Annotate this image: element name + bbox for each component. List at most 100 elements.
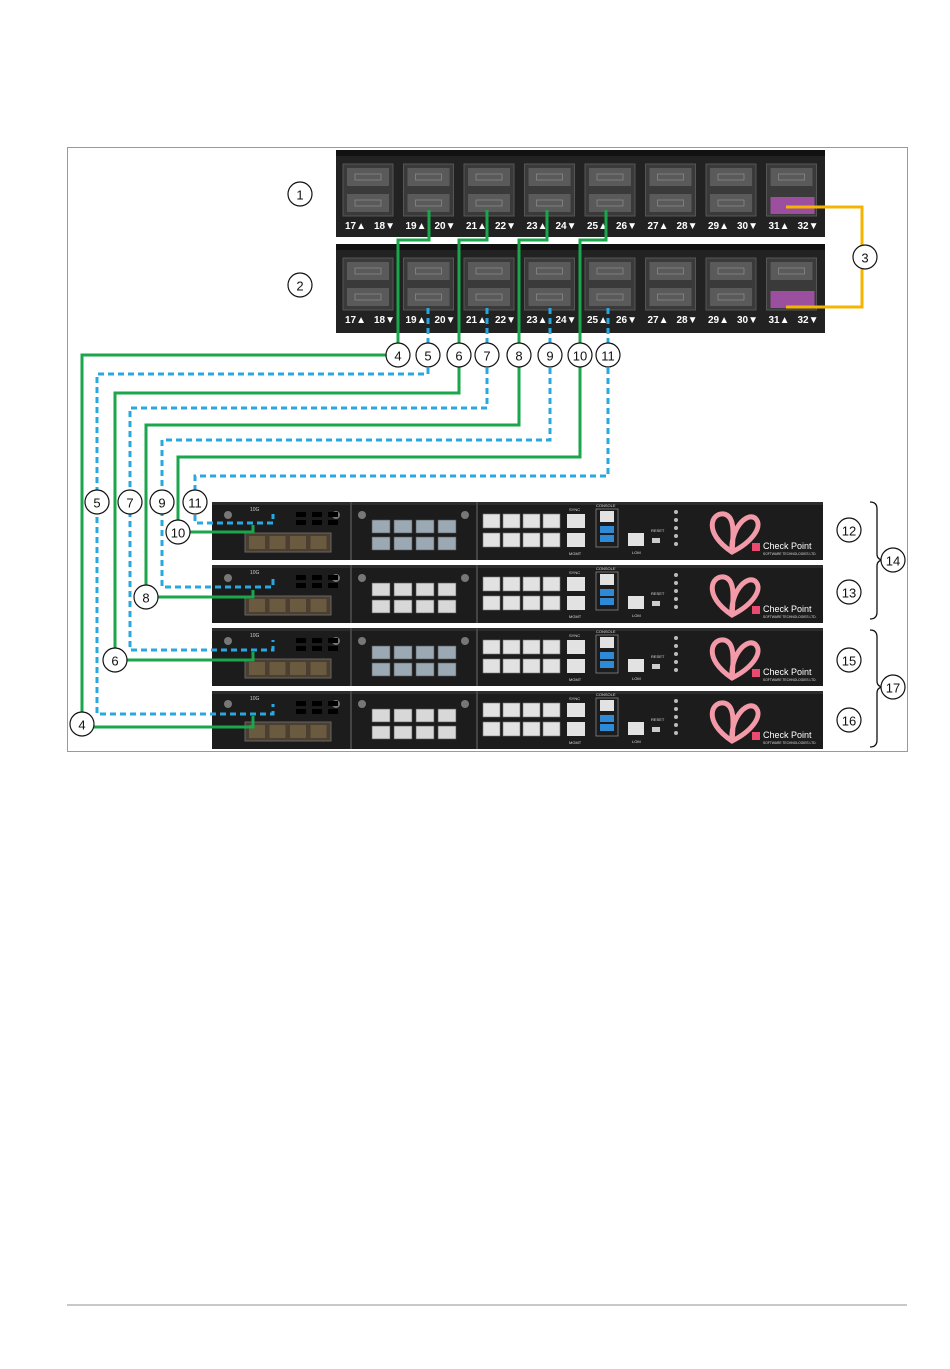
mgmt-label: MGMT xyxy=(569,677,582,682)
sync-label: SYNC xyxy=(569,633,580,638)
blue-cable-7 xyxy=(128,308,489,652)
switch-top-port-label-a: 23▲ xyxy=(527,221,548,232)
lom-label: LOM xyxy=(632,550,641,555)
svg-text:5: 5 xyxy=(93,496,100,511)
switch-bottom-port-label-a: 29▲ xyxy=(708,315,729,326)
callout-c17: 17 xyxy=(880,674,906,700)
switch-bottom-port-label-b: 22▼ xyxy=(495,315,516,326)
switch-top-port-label-a: 25▲ xyxy=(587,221,608,232)
switch-top-port-label-b: 24▼ xyxy=(556,221,577,232)
green-cable-4 xyxy=(80,210,431,729)
switch-top-port-label-b: 18▼ xyxy=(374,221,395,232)
callout-g6: 6 xyxy=(102,647,128,673)
svg-text:9: 9 xyxy=(546,349,553,364)
switch-bottom-port-label-b: 18▼ xyxy=(374,315,395,326)
brand-name: Check Point xyxy=(763,730,812,740)
switch-top-port-pair-5: 25▲ 26▼ xyxy=(584,163,637,232)
switch-top-port-label-b: 26▼ xyxy=(616,221,637,232)
svg-text:10: 10 xyxy=(573,349,587,364)
usb-port xyxy=(600,598,614,605)
switch-top-port-pair-1: 17▲ 18▼ xyxy=(342,163,395,232)
switch-bottom-port-label-a: 25▲ xyxy=(587,315,608,326)
callout-g10: 10 xyxy=(165,519,191,545)
switch-bottom-port-label-b: 26▼ xyxy=(616,315,637,326)
svg-text:14: 14 xyxy=(886,554,900,569)
switch-bottom-purple-port xyxy=(770,291,815,308)
switch-bottom-port-label-a: 27▲ xyxy=(648,315,669,326)
callout-g8: 8 xyxy=(133,584,159,610)
switch-bottom-port-label-a: 31▲ xyxy=(769,315,790,326)
switch-top-port-pair-3: 21▲22▼ xyxy=(463,163,516,232)
mgmt-label: MGMT xyxy=(569,614,582,619)
brand-name: Check Point xyxy=(763,604,812,614)
switch-bottom-port-pair-5: 25▲ 26▼ xyxy=(584,257,637,326)
check-point-logo-icon xyxy=(709,511,761,555)
10g-label: 10G xyxy=(250,696,260,702)
svg-text:1: 1 xyxy=(296,188,303,203)
usb-port xyxy=(600,661,614,668)
callout-top7: 7 xyxy=(474,342,500,368)
switch-bottom-port-pair-1: 17▲ 18▼ xyxy=(342,257,395,326)
svg-text:11: 11 xyxy=(601,349,615,364)
switch-bottom-port-label-b: 20▼ xyxy=(435,315,456,326)
switch-top-port-pair-6: 27▲ 28▼ xyxy=(645,163,698,232)
sfp-module xyxy=(244,721,332,742)
switch-top-port-pair-4: 23▲ 24▼ xyxy=(524,163,577,232)
brand-name: Check Point xyxy=(763,667,812,677)
switch-bottom-port-label-b: 28▼ xyxy=(677,315,698,326)
console-label: CONSOLE xyxy=(596,503,616,508)
svg-text:7: 7 xyxy=(126,496,133,511)
check-point-logo-icon xyxy=(709,637,761,681)
reset-label: RESET xyxy=(651,591,665,596)
switch-bottom-port-label-a: 23▲ xyxy=(527,315,548,326)
switch-top-port-label-b: 32▼ xyxy=(798,221,819,232)
10g-label: 10G xyxy=(250,633,260,639)
console-label: CONSOLE xyxy=(596,629,616,634)
callout-c15: 15 xyxy=(836,647,862,673)
callout-top5: 5 xyxy=(415,342,441,368)
svg-text:9: 9 xyxy=(158,496,165,511)
switch-bottom-port-pair-3: 21▲22▼ xyxy=(463,257,516,326)
svg-text:6: 6 xyxy=(455,349,462,364)
svg-text:4: 4 xyxy=(78,718,85,733)
switch-bottom-port-pair-4: 23▲24▼ xyxy=(524,257,577,326)
green-cable-10 xyxy=(176,210,608,534)
switch-bottom-port-pair-6: 27▲ 28▼ xyxy=(645,257,698,326)
footer-rule xyxy=(67,1304,907,1306)
switch-top-port-label-a: 17▲ xyxy=(345,221,366,232)
mgmt-label: MGMT xyxy=(569,551,582,556)
10g-label: 10G xyxy=(250,507,260,513)
callout-c14: 14 xyxy=(880,547,906,573)
switch-top-port-pair-2: 19▲20▼ xyxy=(403,163,456,232)
reset-label: RESET xyxy=(651,717,665,722)
lom-label: LOM xyxy=(632,739,641,744)
switch-top-port-pair-7: 29▲30▼ xyxy=(705,163,758,232)
sfp-module xyxy=(244,532,332,553)
sync-label: SYNC xyxy=(569,696,580,701)
switch-bottom-port-label-a: 17▲ xyxy=(345,315,366,326)
switch-top-port-label-b: 28▼ xyxy=(677,221,698,232)
callout-c12: 12 xyxy=(836,517,862,543)
switch-top-port-label-a: 29▲ xyxy=(708,221,729,232)
switch-top-port-label-a: 27▲ xyxy=(648,221,669,232)
svg-text:17: 17 xyxy=(886,681,900,696)
callout-c1: 1 xyxy=(287,181,313,207)
svg-text:8: 8 xyxy=(515,349,522,364)
svg-text:5: 5 xyxy=(424,349,431,364)
switch-bottom-port-label-a: 19▲ xyxy=(406,315,427,326)
svg-text:3: 3 xyxy=(861,251,868,266)
svg-text:10: 10 xyxy=(171,526,185,541)
callout-c13: 13 xyxy=(836,579,862,605)
brand-subtitle: SOFTWARE TECHNOLOGIES LTD. xyxy=(763,678,817,682)
callout-left7: 7 xyxy=(117,489,143,515)
callout-c16: 16 xyxy=(836,707,862,733)
usb-port xyxy=(600,535,614,542)
callout-left5: 5 xyxy=(84,489,110,515)
callout-top9: 9 xyxy=(537,342,563,368)
brand-subtitle: SOFTWARE TECHNOLOGIES LTD. xyxy=(763,552,817,556)
usb-port xyxy=(600,526,614,533)
sync-label: SYNC xyxy=(569,507,580,512)
